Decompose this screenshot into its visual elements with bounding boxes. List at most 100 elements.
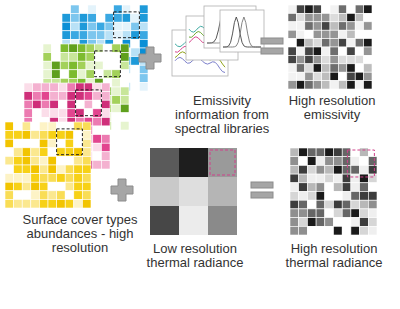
mosaic-cell — [290, 183, 299, 192]
mosaic-cell — [360, 209, 369, 218]
mosaic-cell — [355, 39, 363, 47]
mosaic-cell — [86, 44, 95, 53]
image-caption: High resolution thermal radiance — [277, 242, 391, 270]
mosaic-cell — [93, 152, 102, 161]
mosaic-cell — [114, 14, 123, 23]
blue-layer-ground — [62, 5, 148, 91]
mosaic-cell — [307, 148, 316, 157]
mosaic-cell — [93, 160, 102, 169]
yellow-layer — [5, 122, 91, 208]
mosaic-cell — [58, 109, 67, 118]
mosaic-cell — [368, 218, 377, 227]
mosaic-cell — [57, 139, 66, 148]
radiance-cell — [179, 177, 208, 206]
mosaic-cell — [101, 117, 110, 126]
mosaic-cell — [60, 70, 69, 79]
mosaic-cell — [368, 165, 377, 174]
mosaic-cell — [5, 131, 14, 140]
mosaic-cell — [296, 13, 304, 21]
mosaic-cell — [69, 53, 78, 62]
mosaic-cell — [79, 5, 88, 14]
mosaic-cell — [305, 22, 313, 30]
mosaic-cell — [96, 14, 105, 23]
mosaic-cell — [351, 157, 360, 166]
mosaic-cell — [313, 47, 321, 55]
radiance-cell — [150, 177, 179, 206]
mosaic-cell — [342, 200, 351, 209]
mosaic-cell — [355, 64, 363, 72]
mosaic-cell — [48, 199, 57, 208]
mosaic-cell — [325, 148, 334, 157]
mosaic-cell — [22, 199, 31, 208]
mosaic-cell — [330, 72, 338, 80]
mosaic-cell — [95, 61, 104, 70]
spectrum-curve — [223, 17, 261, 47]
mosaic-cell — [48, 131, 57, 140]
mosaic-cell — [5, 156, 14, 165]
mosaic-cell — [39, 199, 48, 208]
mosaic-cell — [334, 165, 343, 174]
mosaic-cell — [14, 199, 23, 208]
mosaic-cell — [334, 148, 343, 157]
mosaic-cell — [84, 92, 93, 101]
mosaic-cell — [316, 174, 325, 183]
mosaic-cell — [325, 200, 334, 209]
mosaic-cell — [139, 14, 148, 23]
mosaic-cell — [131, 65, 140, 74]
mosaic-cell — [95, 53, 104, 62]
mosaic-cell — [139, 82, 148, 91]
mosaic-cell — [82, 148, 91, 157]
mosaic-cell — [368, 148, 377, 157]
mosaic-cell — [355, 47, 363, 55]
mosaic-cell — [288, 55, 296, 63]
mosaic-cell — [74, 156, 83, 165]
mosaic-cell — [299, 165, 308, 174]
mosaic-cell — [342, 174, 351, 183]
caption-text: Emissivity information from spectral lib… — [162, 94, 282, 136]
mosaic-cell — [322, 64, 330, 72]
mosaic-cell — [351, 148, 360, 157]
mosaic-cell — [351, 165, 360, 174]
mosaic-cell — [351, 226, 360, 235]
mosaic-cell — [101, 100, 110, 109]
mosaic-cell — [5, 174, 14, 183]
mosaic-cell — [31, 182, 40, 191]
caption-text: Surface cover types abundances - high re… — [13, 213, 148, 255]
mosaic-cell — [296, 5, 304, 13]
mosaic-cell — [103, 53, 112, 62]
blue-layer — [62, 5, 148, 91]
selection-square — [76, 90, 102, 116]
mosaic-cell — [313, 72, 321, 80]
plus-symbol — [111, 179, 133, 201]
mosaic-cell — [347, 13, 355, 21]
mosaic-cell — [360, 226, 369, 235]
mosaic-cell — [41, 92, 50, 101]
mosaic-cell — [77, 44, 86, 53]
mosaic-cell — [322, 72, 330, 80]
green-layer — [43, 44, 129, 130]
radiance-cell — [179, 206, 208, 235]
mosaic-cell — [120, 96, 129, 105]
pink-layer-ground — [24, 83, 110, 169]
mosaic-cell — [347, 22, 355, 30]
mosaic-cell — [88, 31, 97, 40]
mosaic-cell — [322, 47, 330, 55]
mosaic-cell — [342, 148, 351, 157]
mosaic-cell — [334, 183, 343, 192]
mosaic-cell — [330, 64, 338, 72]
mosaic-cell — [299, 174, 308, 183]
mosaic-cell — [307, 218, 316, 227]
mosaic-cell — [122, 22, 131, 31]
mosaic-cell — [330, 5, 338, 13]
mosaic-cell — [334, 200, 343, 209]
mosaic-cell — [79, 14, 88, 23]
mosaic-cell — [82, 122, 91, 131]
mosaic-cell — [325, 226, 334, 235]
mosaic-cell — [82, 199, 91, 208]
mosaic-cell — [76, 100, 85, 109]
mosaic-cell — [120, 104, 129, 113]
mosaic-cell — [288, 39, 296, 47]
mosaic-cell — [14, 148, 23, 157]
mosaic-cell — [299, 148, 308, 157]
mosaic-cell — [48, 139, 57, 148]
